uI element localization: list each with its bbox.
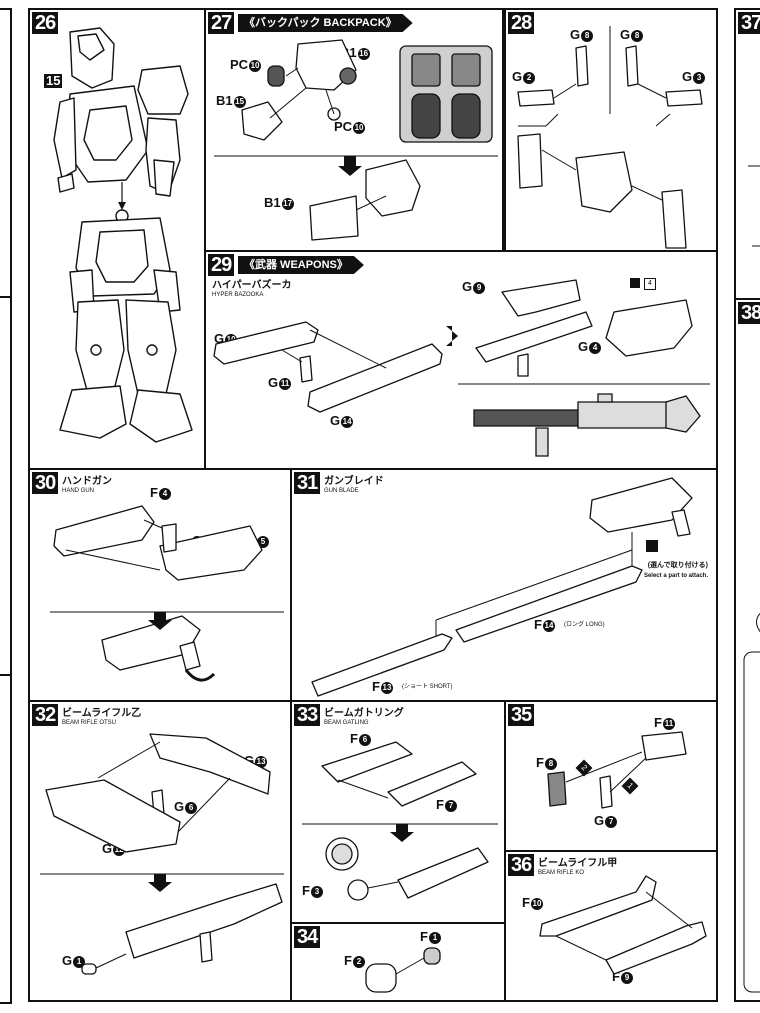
step-31-subtitle: GUN BLADE (324, 488, 359, 494)
left-edge-panel-top (0, 8, 12, 298)
step-number: 27 (208, 12, 235, 34)
note-en: Select a part to attach. (643, 573, 708, 579)
robot-lower-body-illustration (59, 209, 193, 443)
step-number: 26 (32, 12, 59, 34)
step-36-subtitle: BEAM RIFLE KO (538, 870, 585, 876)
tool-number: 4 (644, 278, 656, 290)
note-jp: (選んで取り付ける) (647, 562, 708, 569)
step-number: 28 (508, 12, 535, 34)
beam-rifle-ko-illustration (539, 875, 707, 975)
left-edge-panel-bottom (0, 674, 12, 1004)
step-27-banner: 《バックパック BACKPACK》 (238, 14, 413, 32)
step-33-title: ビームガトリング (324, 708, 404, 719)
step-30-subtitle: HAND GUN (62, 488, 95, 494)
step-38-panel: 38 (734, 298, 760, 1002)
step-30-title: ハンドガン (62, 476, 112, 487)
step-37-panel: 37 (734, 8, 760, 300)
step-31-title: ガンブレイド (324, 476, 384, 487)
sensor-assembly-illustration (547, 731, 687, 809)
gun-blade-illustration (311, 477, 693, 697)
step-number: 35 (508, 704, 535, 726)
step-31-panel: 31 ガンブレイド GUN BLADE (選んで取り付ける) Select a … (290, 468, 718, 702)
step-number: 36 (508, 854, 535, 876)
step-32-panel: 32 ビームライフル乙 BEAM RIFLE OTSU G13 G6 G12 G… (28, 700, 292, 1002)
step-32-subtitle: BEAM RIFLE OTSU (62, 720, 117, 726)
step-number: 29 (208, 254, 235, 276)
select-icon (646, 540, 658, 552)
step-29-subtitle: HYPER BAZOOKA (212, 292, 264, 298)
step-number: 37 (738, 12, 760, 34)
step-number: 34 (294, 926, 321, 948)
step-number: 31 (294, 472, 321, 494)
backpack-assembly-illustration (214, 39, 498, 241)
step-29-banner: 《武器 WEAPONS》 (238, 256, 364, 274)
muzzle-part-illustration (365, 947, 441, 993)
step-30-panel: 30 ハンドガン HAND GUN F4 G5 F5 (28, 468, 292, 702)
hyper-bazooka-illustration (213, 279, 710, 457)
step-29-panel: 29 《武器 WEAPONS》 ハイパーバズーカ HYPER BAZOOKA G… (204, 250, 718, 470)
step-33-subtitle: BEAM GATLING (324, 720, 369, 726)
step-number: 38 (738, 302, 760, 324)
step-32-title: ビームライフル乙 (62, 708, 142, 719)
step-29-title: ハイパーバズーカ (212, 280, 292, 291)
beam-gatling-illustration (302, 741, 498, 901)
part-label-15: 15 (44, 73, 63, 88)
step-number: 30 (32, 472, 59, 494)
short-label: (ショート SHORT) (402, 684, 453, 690)
robot-upper-body-illustration (53, 27, 189, 210)
arm-joint-assembly-illustration (517, 26, 703, 249)
step-number: 32 (32, 704, 59, 726)
hand-gun-illustration (50, 505, 284, 682)
long-label: (ロング LONG) (564, 622, 605, 628)
beam-rifle-otsu-illustration (40, 733, 284, 975)
tool-icon-box (630, 278, 640, 288)
step-26-panel: 26 15 (28, 8, 206, 470)
step-38-partial-art (743, 612, 760, 993)
step-36-title: ビームライフル甲 (538, 858, 618, 869)
left-edge-panel-mid (0, 296, 12, 676)
step-37-partial-art (748, 165, 760, 247)
step-number: 33 (294, 704, 321, 726)
